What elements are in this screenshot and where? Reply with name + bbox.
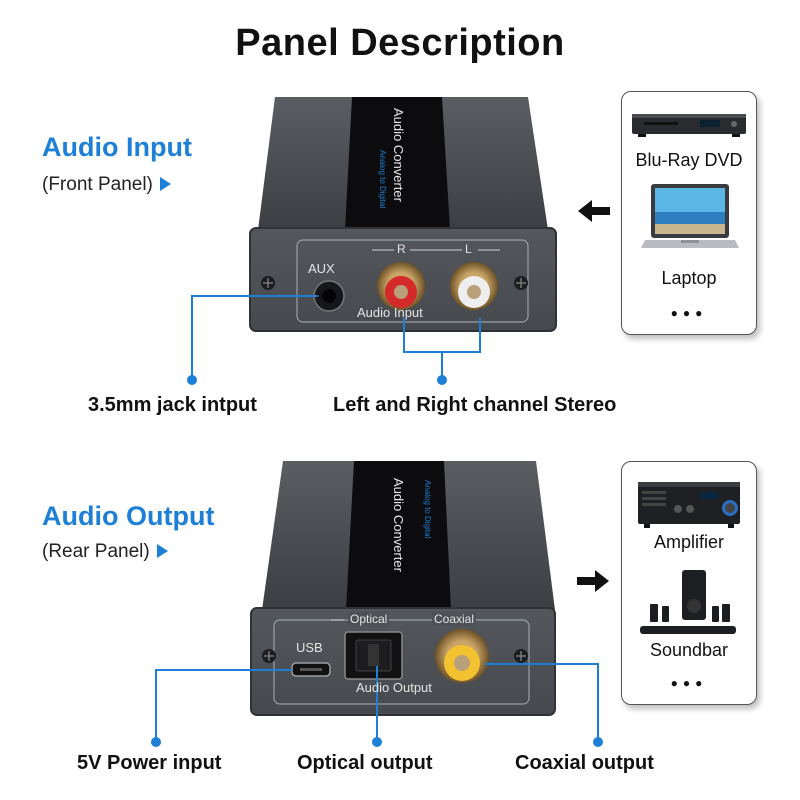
laptop-label: Laptop — [661, 268, 717, 288]
port-panel-outline — [296, 239, 529, 323]
screw-left — [262, 649, 276, 663]
soundbar-label: Soundbar — [649, 640, 729, 660]
coaxial-callout-line — [485, 663, 599, 742]
arrow-left-icon — [578, 200, 610, 222]
rear-panel-device — [250, 461, 556, 716]
optical-port-label: Optical — [348, 612, 390, 626]
rca-red-jack — [377, 262, 425, 310]
rca-callout-dot — [437, 375, 447, 385]
left-channel-label: L — [465, 242, 472, 256]
device-label-strip — [345, 97, 450, 230]
front-panel-label: (Front Panel) — [42, 174, 171, 196]
optical-callout-dot — [372, 737, 382, 747]
more-destinations-indicator: ●●● — [670, 676, 708, 690]
audio-output-heading: Audio Output — [42, 501, 215, 531]
right-channel-label: R — [397, 242, 406, 256]
front-panel-device — [249, 97, 557, 332]
aux-callout-dot — [187, 375, 197, 385]
screw-left — [261, 276, 275, 290]
aux-jack — [313, 280, 345, 312]
rca-white-jack — [450, 262, 498, 310]
audio-input-panel-label: Audio Input — [357, 305, 423, 320]
device-rear-face — [250, 607, 556, 716]
device-brand-label: Audio Converter — [391, 108, 406, 202]
device-sub-label: Analog to Digital — [423, 480, 432, 539]
device-label-strip — [346, 461, 451, 610]
aux-callout-label: 3.5mm jack intput — [88, 394, 257, 416]
screw-right — [514, 276, 528, 290]
triangle-pointer-icon — [159, 177, 171, 191]
device-sub-label: Analog to Digital — [378, 150, 387, 209]
coaxial-callout-label: Coaxial output — [515, 752, 654, 774]
blu-ray-dvd-label: Blu-Ray DVD — [635, 150, 743, 170]
usb-port-label: USB — [296, 640, 323, 655]
usb-port — [291, 662, 331, 677]
aux-callout-line — [191, 295, 318, 380]
source-devices-card: Blu-Ray DVD Laptop ●●● — [621, 91, 757, 335]
usb-callout-line — [155, 669, 292, 742]
soundbar-icon — [640, 570, 736, 634]
output-callout-lines — [155, 663, 599, 742]
more-sources-indicator: ●●● — [670, 306, 708, 320]
optical-callout-label: Optical output — [297, 752, 433, 774]
usb-callout-dot — [151, 737, 161, 747]
destination-devices-card: Amplifier Soundbar ●●● — [621, 461, 757, 705]
optical-port — [344, 631, 403, 680]
blu-ray-player-icon — [632, 114, 746, 137]
coaxial-jack — [435, 629, 489, 683]
triangle-pointer-icon — [156, 544, 168, 558]
audio-input-heading: Audio Input — [42, 132, 192, 162]
stereo-callout-label: Left and Right channel Stereo — [333, 394, 617, 416]
screw-right — [514, 649, 528, 663]
audio-output-panel-label: Audio Output — [356, 680, 432, 695]
amplifier-icon — [638, 482, 740, 528]
port-panel-outline — [273, 619, 530, 705]
amplifier-label: Amplifier — [653, 532, 724, 552]
aux-port-label: AUX — [308, 261, 335, 276]
arrow-right-icon — [577, 570, 609, 592]
device-brand-label: Audio Converter — [391, 478, 406, 572]
usb-callout-label: 5V Power input — [77, 752, 222, 774]
coaxial-callout-dot — [593, 737, 603, 747]
rear-panel-label: (Rear Panel) — [42, 541, 168, 563]
coaxial-port-label: Coaxial — [432, 612, 477, 626]
page-title: Panel Description — [235, 22, 565, 64]
laptop-icon — [641, 184, 739, 248]
